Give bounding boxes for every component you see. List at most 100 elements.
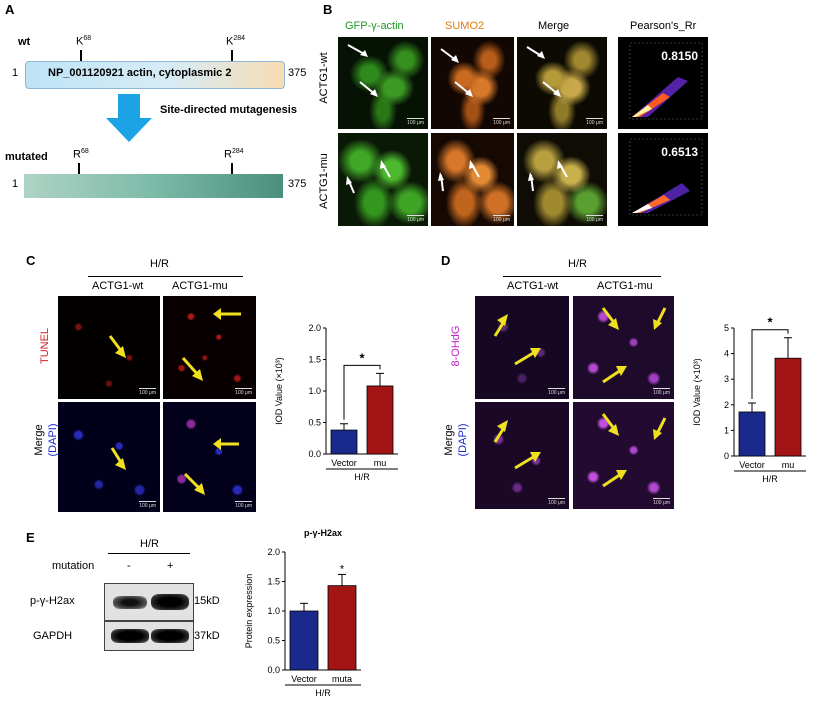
c-group-wt: ACTG1-wt (92, 280, 144, 292)
y-tick-label: 1 (724, 425, 729, 435)
significance-star: * (359, 350, 365, 365)
scale-bar: 100 μm (235, 501, 252, 509)
x-tick-label: muta (332, 674, 352, 684)
mutagenesis-label: Site-directed mutagenesis (160, 104, 297, 116)
y-axis-label: IOD Value (×10³) (274, 357, 284, 425)
band-h2ax-minus (113, 596, 147, 609)
k68-label: K68 (76, 35, 92, 48)
pearson-wt-value: 0.8150 (661, 49, 698, 63)
d-condition: H/R (568, 258, 587, 270)
y-axis-label: Protein expression (244, 574, 254, 649)
panel-d-label: D (441, 253, 451, 268)
pearson-mu-plot: 0.6513 (618, 133, 708, 226)
scale-bar: 100 μm (653, 388, 670, 396)
scale-bar: 100 μm (548, 498, 565, 506)
scale-bar: 100 μm (493, 215, 510, 223)
x-tick-label: mu (374, 458, 387, 468)
c-condition: H/R (150, 258, 169, 270)
sumo2-header: SUMO2 (445, 20, 485, 32)
chart-title: p-γ-H2ax (304, 528, 342, 538)
y-tick-label: 3 (724, 374, 729, 384)
bar-vector (289, 610, 319, 671)
c-group-mu: ACTG1-mu (172, 280, 228, 292)
panel-c-label: C (26, 253, 36, 268)
bar-mu (774, 357, 802, 457)
d-merge-wt-image: 100 μm (475, 402, 569, 509)
y-tick-label: 0 (724, 451, 729, 461)
k284-label: K284 (226, 35, 246, 48)
merge-wt-image: 100 μm (517, 37, 607, 129)
significance-bracket (751, 329, 789, 400)
y-tick-label: 0.5 (267, 636, 280, 646)
band-gapdh-plus (151, 629, 189, 643)
significance-star: * (340, 563, 345, 575)
gfp-header: GFP-γ-actin (345, 20, 404, 32)
gfp-wt-image: 100 μm (338, 37, 428, 129)
x-tick-label: Vector (739, 460, 765, 470)
band-h2ax-plus (151, 594, 189, 610)
blot-gapdh (104, 621, 194, 651)
y-tick-label: 0.0 (308, 449, 321, 459)
band-label-h2ax: p-γ-H2ax (30, 595, 75, 607)
d-8ohdg-wt-image: 100 μm (475, 296, 569, 399)
r284-tick (231, 163, 233, 177)
d-group-wt: ACTG1-wt (507, 280, 559, 292)
sumo2-mu-image: 100 μm (431, 133, 514, 226)
scale-bar: 100 μm (139, 501, 156, 509)
scale-bar: 100 μm (548, 388, 565, 396)
y-tick-label: 4 (724, 349, 729, 359)
y-tick-label: 1.5 (308, 355, 321, 365)
y-tick-label: 0.0 (267, 665, 280, 675)
c-merge-wt-image: 100 μm (58, 402, 160, 512)
r68-label: R68 (73, 148, 89, 161)
bar-vector (738, 411, 766, 457)
band-size-gapdh: 37kD (194, 630, 220, 642)
scale-bar: 100 μm (653, 498, 670, 506)
panel-e-label: E (26, 530, 35, 545)
wt-label: wt (18, 36, 31, 48)
merge-mu-image: 100 μm (517, 133, 607, 226)
y-tick-label: 1.0 (308, 386, 321, 396)
x-tick-label: Vector (331, 458, 357, 468)
y-tick-label: 5 (724, 323, 729, 333)
bar-vector (330, 429, 358, 455)
blot-h2ax (104, 583, 194, 621)
y-tick-label: 2.0 (308, 323, 321, 333)
significance-bracket (343, 364, 381, 420)
d-8ohdg-label: 8-OHdG (450, 325, 462, 367)
x-axis-label: H/R (315, 688, 331, 698)
y-tick-label: 2 (724, 400, 729, 410)
d-8ohdg-mu-image: 100 μm (573, 296, 674, 399)
c-tunel-mu-image: 100 μm (163, 296, 256, 399)
d-dapi-label: (DAPI) (457, 423, 469, 457)
x-tick-label: Vector (291, 674, 317, 684)
y-tick-label: 1.5 (267, 577, 280, 587)
y-tick-label: 1.0 (267, 606, 280, 616)
k68-tick (80, 50, 82, 64)
c-tunel-wt-image: 100 μm (58, 296, 160, 399)
c-tunel-label: TUNEL (39, 327, 51, 365)
d-group-mu: ACTG1-mu (597, 280, 653, 292)
sumo2-wt-image: 100 μm (431, 37, 514, 129)
scale-bar: 100 μm (586, 118, 603, 126)
mutation-plus: + (167, 560, 174, 572)
mut-start-pos: 1 (12, 178, 19, 190)
bar-mu (366, 385, 394, 455)
wt-protein-bar (25, 61, 285, 89)
bar-muta (327, 585, 357, 671)
scale-bar: 100 μm (235, 388, 252, 396)
r284-label: R284 (224, 148, 244, 161)
d-condition-line (503, 276, 661, 277)
gfp-mu-image: 100 μm (338, 133, 428, 226)
x-axis-label: H/R (762, 474, 778, 484)
mutation-minus: - (127, 560, 131, 572)
scale-bar: 100 μm (407, 118, 424, 126)
scale-bar: 100 μm (586, 215, 603, 223)
mutated-protein-bar (24, 174, 283, 198)
x-tick-label: mu (782, 460, 795, 470)
band-gapdh-minus (111, 629, 149, 643)
protein-name: NP_001120921 actin, cytoplasmic 2 (48, 67, 232, 79)
y-axis-label: IOD Value (×10³) (692, 358, 702, 426)
